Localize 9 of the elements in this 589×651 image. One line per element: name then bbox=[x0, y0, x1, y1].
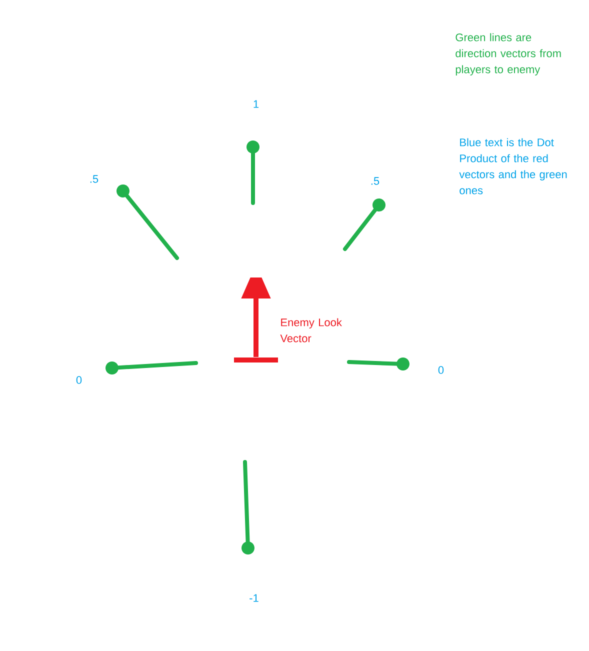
dot-value: -1 bbox=[250, 594, 258, 602]
dot-value: 1 bbox=[254, 100, 259, 108]
dot-value: 0 bbox=[76, 376, 82, 384]
vector-label: Enemy Look Vector bbox=[280, 318, 342, 342]
note-text: Blue text is the Dot Product of the red vectors and the green ones bbox=[459, 138, 567, 194]
dot-value: .5 bbox=[371, 177, 380, 185]
dot-value: .5 bbox=[90, 175, 98, 183]
note-text: Green lines are direction vectors from players to enemy bbox=[456, 33, 561, 76]
dot-value: 0 bbox=[438, 366, 444, 374]
